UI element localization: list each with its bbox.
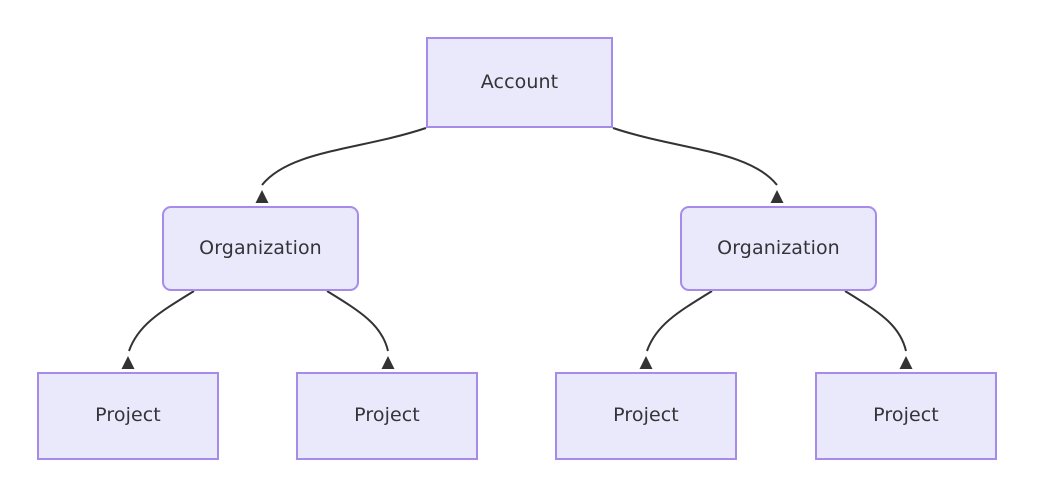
edge-org-1-to-project-2 xyxy=(326,290,395,369)
node-project-4-label: Project xyxy=(873,404,939,426)
arrowhead-icon xyxy=(381,356,395,369)
edge-account-to-org-1 xyxy=(255,127,427,203)
node-organization-2-label: Organization xyxy=(717,236,840,259)
node-project-4[interactable]: Project xyxy=(815,372,997,460)
node-account-label: Account xyxy=(480,70,559,93)
arrowhead-icon xyxy=(255,190,269,203)
node-organization-2[interactable]: Organization xyxy=(680,206,877,291)
edge-org-2-to-project-4 xyxy=(844,290,913,369)
node-project-2-label: Project xyxy=(354,404,420,426)
edge-account-to-org-2 xyxy=(612,127,784,203)
arrowhead-icon xyxy=(899,356,913,369)
edge-org-1-to-project-1 xyxy=(121,290,195,369)
node-organization-1-label: Organization xyxy=(199,236,322,259)
node-project-3-label: Project xyxy=(613,404,679,426)
edge-org-2-to-project-3 xyxy=(639,290,713,369)
node-project-1[interactable]: Project xyxy=(37,372,219,460)
node-organization-1[interactable]: Organization xyxy=(162,206,359,291)
arrowhead-icon xyxy=(639,356,653,369)
node-project-2[interactable]: Project xyxy=(296,372,478,460)
arrowhead-icon xyxy=(121,356,135,369)
arrowhead-icon xyxy=(770,190,784,203)
node-project-3[interactable]: Project xyxy=(555,372,737,460)
node-account[interactable]: Account xyxy=(426,37,613,128)
node-project-1-label: Project xyxy=(95,404,161,426)
